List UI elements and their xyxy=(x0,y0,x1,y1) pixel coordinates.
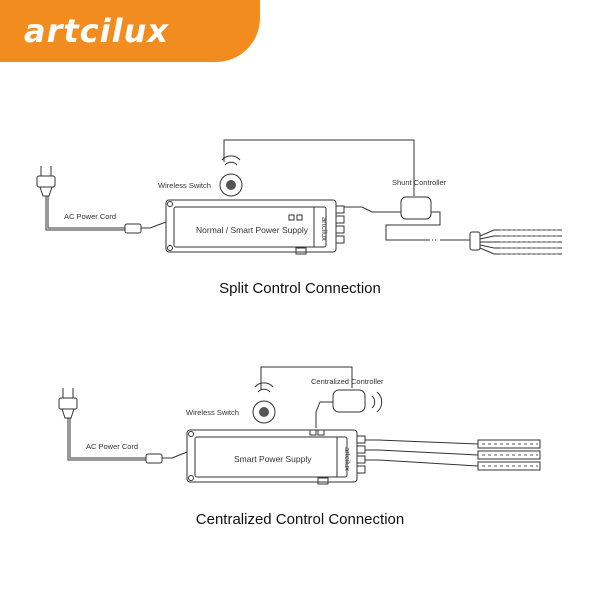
centralized-supply-brand-mark: artcilux xyxy=(343,447,352,471)
wireless-switch xyxy=(219,155,243,197)
split-wireless-switch-label: Wireless Switch xyxy=(158,181,211,190)
brand-logo: artcilux xyxy=(24,12,169,50)
split-power-supply xyxy=(165,199,345,255)
controller-icon xyxy=(315,389,383,428)
wireless-switch xyxy=(252,382,276,424)
centralized-power-supply-label: Smart Power Supply xyxy=(234,454,312,464)
split-control-caption: Split Control Connection xyxy=(219,280,381,297)
split-supply-brand-mark: artcilux xyxy=(320,217,329,241)
split-power-supply-label: Normal / Smart Power Supply xyxy=(196,225,309,235)
centralized-ac-cord-label: AC Power Cord xyxy=(86,442,138,451)
brand-banner: artcilux xyxy=(0,0,260,62)
centralized-control-caption: Centralized Control Connection xyxy=(195,511,405,528)
shunt-controller xyxy=(344,196,481,251)
split-control-diagram xyxy=(36,139,562,255)
centralized-wireless-switch-label: Wireless Switch xyxy=(186,408,239,417)
led-strip-icon xyxy=(365,439,541,471)
split-ac-cord-label: AC Power Cord xyxy=(64,212,116,221)
shunt-controller-label: Shunt Controller xyxy=(392,178,447,187)
centralized-controller-label: Centralized Controller xyxy=(311,377,384,386)
centralized-control-diagram xyxy=(58,366,541,485)
power-plug-icon xyxy=(58,388,188,464)
power-plug-icon xyxy=(36,166,167,234)
led-strip-icon xyxy=(479,229,562,255)
